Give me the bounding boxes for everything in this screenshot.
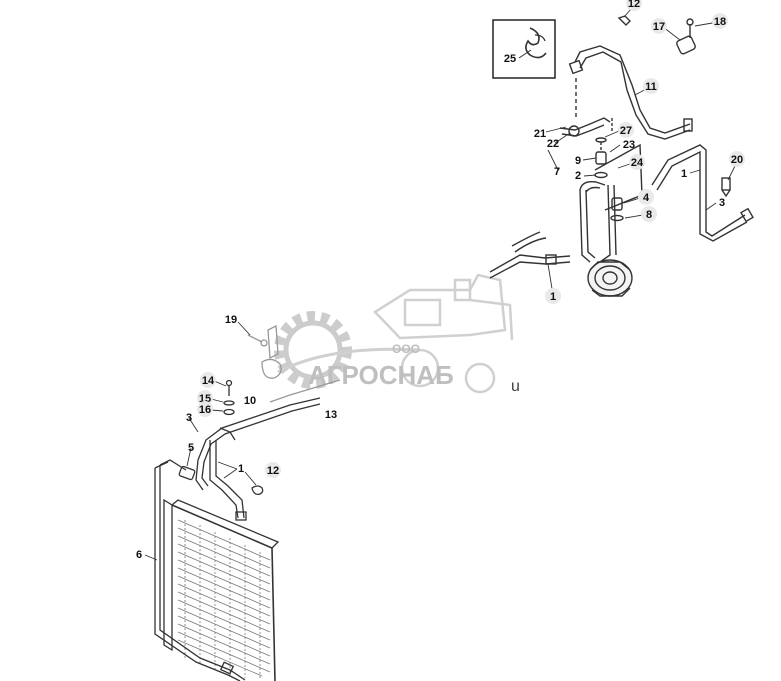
callout-c12b: 12 bbox=[267, 465, 279, 477]
callout-c12a: 12 bbox=[628, 0, 640, 10]
upper-hose-assembly bbox=[489, 15, 754, 297]
harvester-icon bbox=[373, 273, 514, 394]
callout-c10: 10 bbox=[244, 395, 256, 407]
watermark-prefix: ООО bbox=[392, 342, 420, 356]
callout-badge bbox=[618, 122, 634, 138]
callout-c21: 21 bbox=[534, 128, 546, 140]
callout-badge bbox=[626, 0, 642, 11]
callout-c6: 6 bbox=[136, 549, 142, 561]
callout-c16: 16 bbox=[199, 404, 211, 416]
callout-badge bbox=[265, 462, 281, 478]
callout-c23: 23 bbox=[623, 139, 635, 151]
callout-c24: 24 bbox=[631, 157, 644, 169]
condenser-assembly bbox=[154, 324, 341, 681]
callout-c3a: 3 bbox=[719, 197, 725, 209]
compressor bbox=[587, 259, 633, 297]
callout-badge bbox=[197, 390, 213, 406]
condenser-core bbox=[177, 519, 271, 680]
callout-c4: 4 bbox=[643, 192, 650, 204]
callout-c8: 8 bbox=[646, 209, 652, 221]
watermark-company-name: АГРОСНАБ bbox=[308, 360, 454, 390]
callout-c1a: 1 bbox=[681, 168, 687, 180]
callout-c1b: 1 bbox=[550, 291, 556, 303]
callout-c5: 5 bbox=[188, 442, 194, 454]
inset-box-clip bbox=[492, 19, 556, 79]
callout-c2: 2 bbox=[575, 170, 581, 182]
leader-lines bbox=[144, 8, 736, 561]
callout-badge bbox=[729, 151, 745, 167]
callout-c7: 7 bbox=[554, 166, 560, 178]
callout-c11: 11 bbox=[645, 81, 657, 93]
callout-c25: 25 bbox=[504, 53, 516, 65]
callout-badge bbox=[651, 18, 667, 34]
callout-badge bbox=[200, 372, 216, 388]
callout-c17: 17 bbox=[653, 21, 665, 33]
callout-badge bbox=[545, 288, 561, 304]
gear-icon bbox=[274, 311, 352, 389]
watermark-logo: ООО АГРОСНАБ u bbox=[274, 273, 520, 395]
callout-c9: 9 bbox=[575, 155, 581, 167]
callout-c3b: 3 bbox=[186, 412, 192, 424]
callout-c13: 13 bbox=[325, 409, 337, 421]
callout-c19: 19 bbox=[225, 314, 237, 326]
callout-c18: 18 bbox=[714, 16, 726, 28]
callout-c20: 20 bbox=[731, 154, 743, 166]
callout-c22: 22 bbox=[547, 138, 559, 150]
watermark-suffix: u bbox=[511, 378, 520, 395]
callout-badge bbox=[197, 401, 213, 417]
callout-badge bbox=[712, 13, 728, 29]
callout-badge bbox=[643, 78, 659, 94]
callout-badge bbox=[638, 189, 654, 205]
callout-badge bbox=[629, 154, 645, 170]
callout-badge bbox=[641, 206, 657, 222]
callout-c1c: 1 bbox=[238, 463, 244, 475]
callout-c27: 27 bbox=[620, 125, 632, 137]
callout-c14: 14 bbox=[202, 375, 215, 387]
